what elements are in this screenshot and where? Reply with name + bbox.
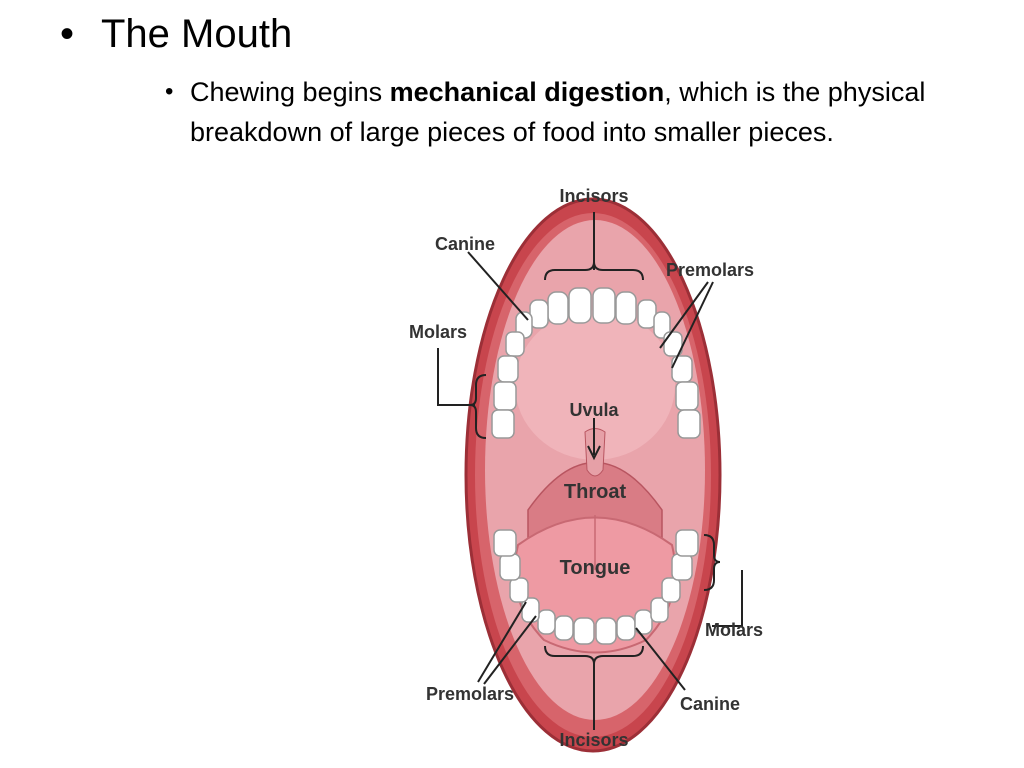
sub-bullet-text-before: Chewing begins xyxy=(190,77,390,107)
mouth-diagram: Incisors Canine Premolars Molars Uvula T… xyxy=(410,186,763,753)
label-premolars-top: Premolars xyxy=(666,260,754,280)
palate xyxy=(515,310,675,460)
label-canine-bottom: Canine xyxy=(680,694,740,714)
label-uvula: Uvula xyxy=(569,400,619,420)
sub-bullet-text: Chewing begins mechanical digestion, whi… xyxy=(190,72,970,152)
label-tongue: Tongue xyxy=(560,557,631,579)
lower-teeth xyxy=(493,529,699,645)
label-molars-bottom: Molars xyxy=(705,620,763,640)
bullet-dot: • xyxy=(60,12,75,56)
label-molars-top: Molars xyxy=(410,322,467,342)
sub-bullet-text-after: , which is the physical breakdown of lar… xyxy=(190,77,926,147)
label-canine-top: Canine xyxy=(435,234,495,254)
mechanical-digestion-term: mechanical digestion xyxy=(389,77,665,107)
upper-teeth xyxy=(491,287,701,439)
label-incisors-top: Incisors xyxy=(559,186,628,206)
label-premolars-bottom: Premolars xyxy=(426,684,514,704)
slide-title: The Mouth xyxy=(101,12,293,56)
bullet-dot: • xyxy=(165,78,174,105)
label-incisors-bottom: Incisors xyxy=(559,730,628,750)
leader-lines xyxy=(437,212,743,730)
label-throat: Throat xyxy=(564,481,627,503)
